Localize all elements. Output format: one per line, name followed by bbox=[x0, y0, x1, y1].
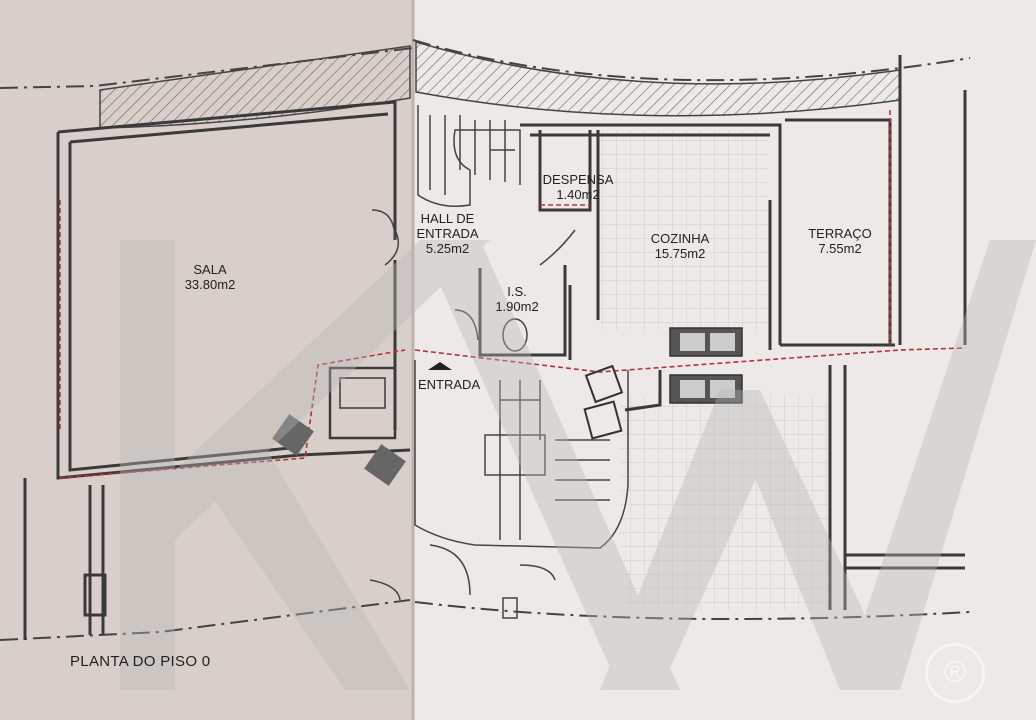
toilet-fixture bbox=[502, 318, 528, 352]
appliance-bottom bbox=[583, 400, 623, 440]
room-name-despensa: DESPENSA bbox=[542, 172, 614, 187]
room-name-cozinha: COZINHA bbox=[650, 231, 710, 246]
room-label-sala: SALA 33.80m2 bbox=[160, 262, 260, 292]
appliance-top bbox=[584, 364, 624, 404]
room-name-sala: SALA bbox=[193, 262, 227, 277]
sink-bowl-4 bbox=[710, 380, 735, 398]
kitchen-tile-floor bbox=[598, 130, 768, 330]
room-name-is: I.S. bbox=[507, 284, 527, 299]
room-name-hall-line1: HALL DE bbox=[420, 211, 475, 226]
red-boundary-middle bbox=[414, 110, 966, 373]
sink-bowl-3 bbox=[680, 380, 705, 398]
entrance-label: ENTRADA bbox=[418, 377, 481, 392]
vent-center bbox=[364, 444, 406, 486]
lower-left-walls bbox=[23, 478, 107, 640]
room-name-hall-line2: ENTRADA bbox=[416, 226, 479, 241]
room-area-sala: 33.80m2 bbox=[184, 277, 236, 292]
lower-staircase bbox=[414, 360, 629, 549]
room-label-cozinha: COZINHA 15.75m2 bbox=[630, 231, 730, 261]
door-swings-left bbox=[369, 209, 401, 601]
red-boundary-left bbox=[59, 200, 406, 479]
kitchen-walls bbox=[478, 118, 895, 360]
room-area-hall: 5.25m2 bbox=[425, 241, 470, 256]
registered-mark-icon: ® bbox=[925, 643, 985, 703]
room-label-terraco: TERRAÇO 7.55m2 bbox=[790, 226, 890, 256]
property-line-bottom bbox=[0, 599, 971, 641]
staircase-top bbox=[417, 105, 521, 207]
plan-title: PLANTA DO PISO 0 bbox=[70, 653, 211, 670]
room-label-despensa: DESPENSA 1.40m2 bbox=[533, 172, 623, 202]
vent-left bbox=[272, 414, 314, 456]
room-area-is: 1.90m2 bbox=[495, 299, 539, 314]
door-swings-right bbox=[429, 229, 576, 596]
entrance-arrow-icon bbox=[428, 362, 452, 370]
sink-bowl-2 bbox=[710, 333, 735, 351]
room-area-despensa: 1.40m2 bbox=[556, 187, 600, 202]
room-label-hall: HALL DE ENTRADA 5.25m2 bbox=[410, 211, 485, 256]
kw-watermark bbox=[120, 240, 1036, 690]
fireplace-inner bbox=[339, 377, 386, 409]
stair-post bbox=[502, 597, 518, 619]
living-room-walls bbox=[56, 100, 411, 480]
terrace-lower-walls bbox=[624, 55, 967, 610]
room-area-cozinha: 15.75m2 bbox=[654, 246, 706, 261]
room-area-terraco: 7.55m2 bbox=[818, 241, 862, 256]
room-label-is: I.S. 1.90m2 bbox=[482, 284, 552, 314]
room-name-terraco: TERRAÇO bbox=[808, 226, 872, 241]
yard-tile-floor bbox=[620, 395, 830, 610]
sink-bowl-1 bbox=[680, 333, 705, 351]
fireplace-block bbox=[328, 366, 397, 440]
